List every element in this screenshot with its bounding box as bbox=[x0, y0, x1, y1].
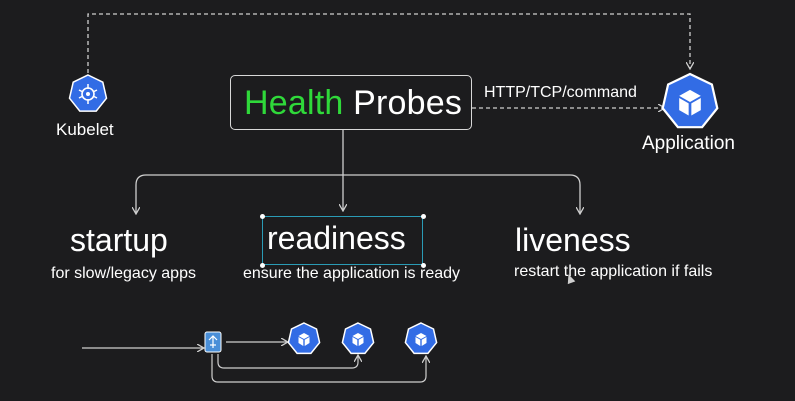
selection-box[interactable] bbox=[262, 216, 423, 265]
title-box bbox=[230, 75, 472, 130]
title-word-probes: Probes bbox=[353, 84, 463, 122]
selection-handle-br[interactable] bbox=[420, 262, 426, 268]
mini-arrow-3 bbox=[211, 354, 426, 383]
diagram-title: Health Probes bbox=[244, 84, 462, 123]
probe-tree-left bbox=[136, 174, 343, 213]
probe-startup-name: startup bbox=[70, 222, 168, 258]
probe-tree-right bbox=[343, 174, 580, 213]
mini-arrow-2 bbox=[217, 354, 358, 369]
title-word-health: Health bbox=[244, 84, 344, 122]
mini-cube-icon-1 bbox=[287, 322, 321, 355]
mini-kubelet-node-icon bbox=[204, 331, 222, 353]
kubelet-to-app-dashed-line bbox=[87, 13, 690, 73]
application-cube-icon bbox=[661, 72, 719, 129]
mini-cube-icon-2 bbox=[341, 322, 375, 355]
probe-readiness-name: readiness bbox=[267, 220, 406, 256]
application-label: Application bbox=[642, 133, 735, 154]
kubelet-wheel-icon bbox=[68, 74, 108, 112]
probe-liveness-description: restart the application if fails bbox=[514, 263, 713, 280]
kubelet-label: Kubelet bbox=[56, 120, 114, 139]
mini-cube-icon-3 bbox=[404, 322, 438, 355]
connection-label: HTTP/TCP/command bbox=[484, 84, 637, 101]
selection-handle-tl[interactable] bbox=[259, 213, 265, 219]
probe-readiness-description: ensure the application is ready bbox=[243, 265, 461, 282]
selection-handle-tr[interactable] bbox=[420, 213, 426, 219]
selection-handle-bl[interactable] bbox=[259, 262, 265, 268]
probe-liveness-name: liveness bbox=[515, 222, 631, 258]
probe-startup-description: for slow/legacy apps bbox=[51, 265, 196, 282]
